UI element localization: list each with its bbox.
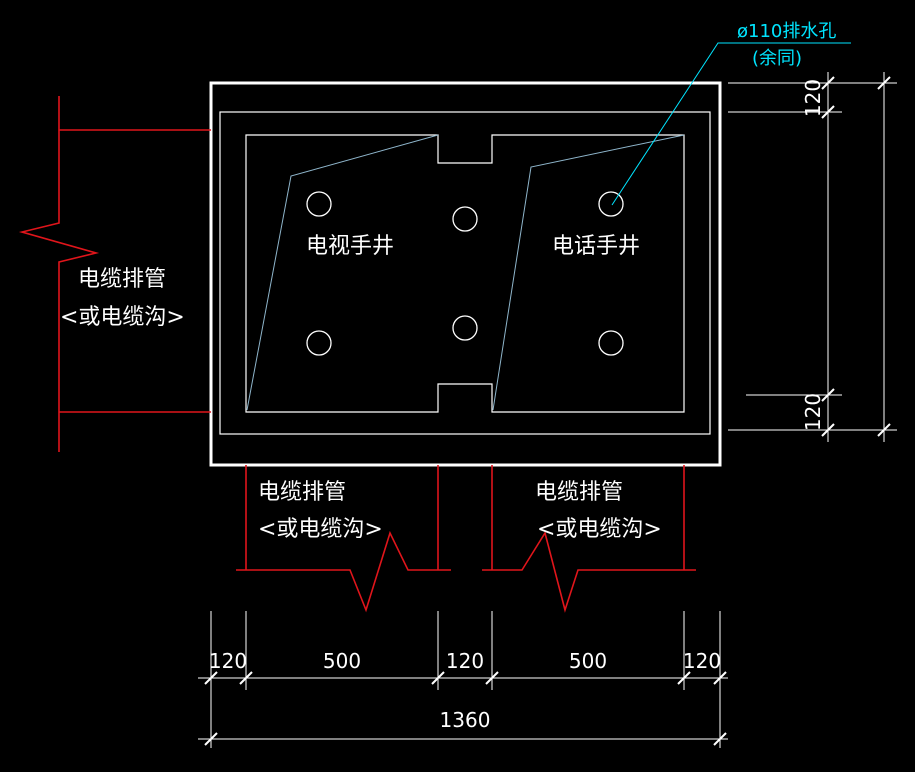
inner-wall — [219, 111, 711, 435]
drain-hole-note: (余同) — [752, 48, 802, 69]
drain-hole-label: ø110排水孔 — [737, 21, 836, 42]
dim-500-left: 500 — [323, 649, 361, 673]
drain-hole — [306, 330, 332, 356]
drain-hole — [306, 191, 332, 217]
bottom-left-duct-label-1: 电缆排管 — [258, 480, 346, 505]
dim-120-right-bottom: 120 — [801, 393, 825, 431]
drain-hole — [598, 330, 624, 356]
left-duct-label-2: <或电缆沟> — [60, 305, 185, 330]
bottom-left-cable-duct — [236, 465, 451, 613]
dim-total: 1360 — [440, 708, 491, 732]
dim-120-right-top: 120 — [801, 79, 825, 117]
drain-hole — [452, 315, 478, 341]
drain-hole-leader — [611, 42, 851, 206]
dim-500-right: 500 — [569, 649, 607, 673]
bottom-dimension-lines — [198, 611, 728, 748]
bottom-right-cable-duct — [482, 465, 696, 613]
slope-line-right — [492, 134, 685, 411]
bottom-right-duct-label-1: 电缆排管 — [535, 480, 623, 505]
well-outline — [245, 134, 685, 413]
tv-well-label: 电视手井 — [306, 234, 394, 259]
dim-120-left: 120 — [209, 649, 247, 673]
drain-hole — [598, 191, 624, 217]
drain-hole — [452, 206, 478, 232]
bottom-left-duct-label-2: <或电缆沟> — [258, 517, 383, 542]
dim-120-right: 120 — [683, 649, 721, 673]
bottom-right-duct-label-2: <或电缆沟> — [537, 517, 662, 542]
left-cable-duct — [18, 96, 211, 452]
left-duct-label-1: 电缆排管 — [78, 267, 166, 292]
outer-wall — [209, 81, 722, 467]
right-dimension-lines — [728, 72, 897, 442]
phone-well-label: 电话手井 — [552, 234, 640, 259]
slope-line-left — [246, 134, 439, 411]
dim-120-middle: 120 — [446, 649, 484, 673]
